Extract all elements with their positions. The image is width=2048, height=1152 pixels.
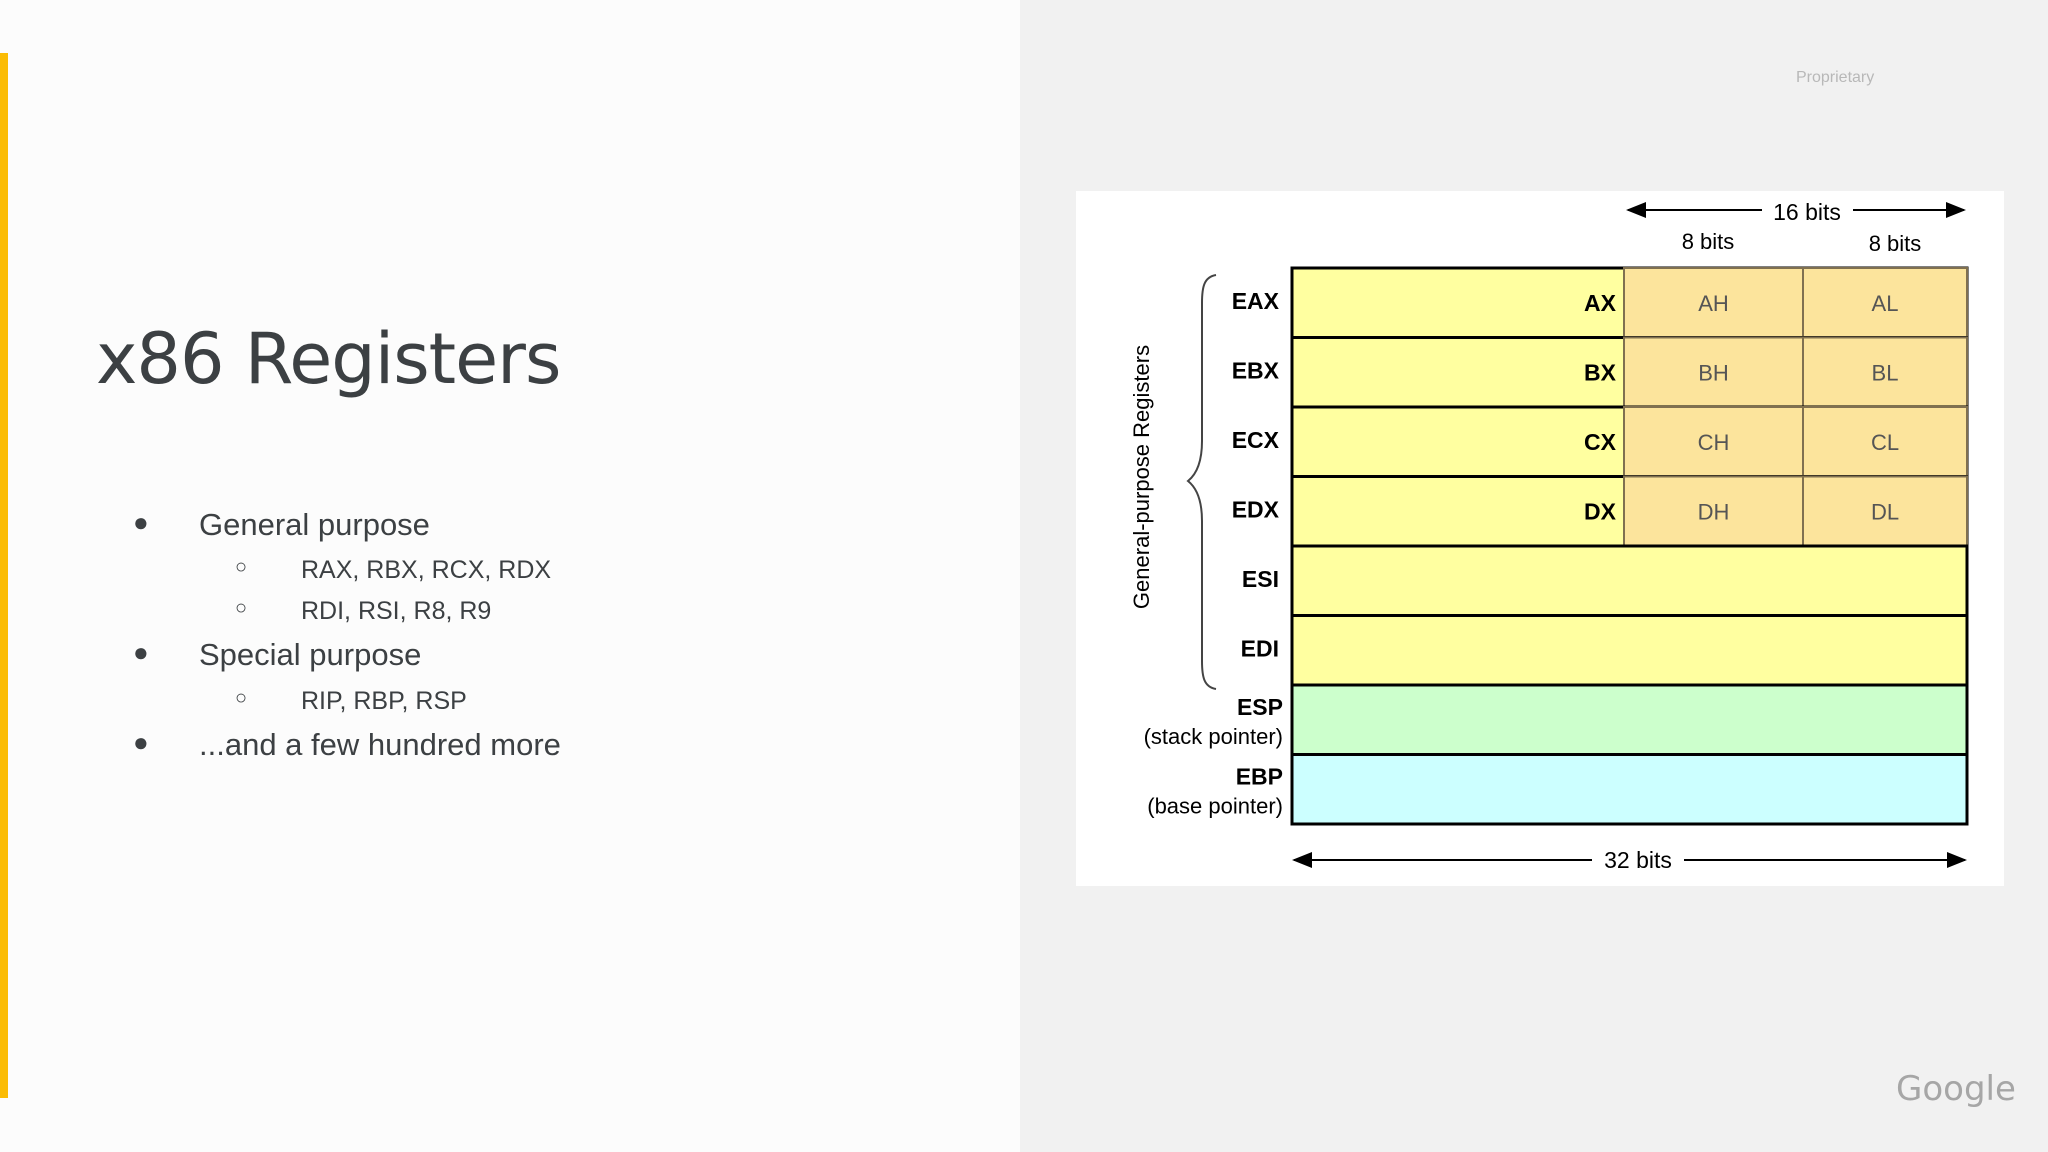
register-cell-bl bbox=[1802, 336, 1968, 408]
label-32-bits: 32 bits bbox=[1604, 847, 1672, 873]
sub-bullet-dot: ○ bbox=[235, 687, 248, 709]
register-name-edx: EDX bbox=[1232, 496, 1280, 522]
slide-title: x86 Registers bbox=[96, 318, 561, 400]
label-bh: BH bbox=[1698, 360, 1729, 385]
bullet-text: ...and a few hundred more bbox=[199, 727, 561, 762]
register-name-esi: ESI bbox=[1242, 566, 1279, 592]
label-bl: BL bbox=[1872, 360, 1899, 385]
label-cl: CL bbox=[1871, 430, 1899, 455]
brace-general-purpose bbox=[1186, 274, 1217, 690]
bullet-text: General purpose bbox=[199, 507, 430, 542]
register-cell-bh bbox=[1623, 336, 1804, 408]
bullet-dot: ● bbox=[133, 727, 149, 757]
label-ax: AX bbox=[1584, 290, 1617, 316]
bullet-dot: ● bbox=[133, 507, 149, 537]
accent-bar bbox=[0, 53, 8, 1098]
register-name-ebx: EBX bbox=[1232, 357, 1280, 383]
register-name-edi: EDI bbox=[1241, 635, 1279, 661]
register-cell-ebp bbox=[1290, 753, 1969, 826]
sub-bullet-dot: ○ bbox=[235, 556, 248, 578]
google-logo: Google bbox=[1896, 1069, 2016, 1109]
register-name-esp: ESP bbox=[1237, 694, 1283, 720]
register-cell-ch bbox=[1623, 406, 1804, 478]
register-name-ebp: EBP bbox=[1236, 764, 1283, 790]
register-cell-esi bbox=[1290, 544, 1969, 617]
label-cx: CX bbox=[1584, 429, 1617, 455]
register-cell-cl bbox=[1802, 406, 1968, 478]
register-cell-dl bbox=[1802, 475, 1968, 547]
label-al: AL bbox=[1872, 291, 1899, 316]
label-8-bits-high: 8 bits bbox=[1682, 229, 1735, 254]
label-ah: AH bbox=[1698, 291, 1729, 316]
bullet-dot: ● bbox=[133, 637, 149, 667]
label-general-purpose: General-purpose Registers bbox=[1129, 345, 1154, 609]
label-8-bits-low: 8 bits bbox=[1869, 231, 1922, 256]
sub-bullet-dot: ○ bbox=[235, 597, 248, 619]
sub-bullet-text: RAX, RBX, RCX, RDX bbox=[301, 556, 552, 584]
proprietary-label: Proprietary bbox=[1796, 69, 1875, 86]
register-cell-dh bbox=[1623, 475, 1804, 547]
bullet-text: Special purpose bbox=[199, 637, 422, 672]
register-subtitle-esp: (stack pointer) bbox=[1144, 724, 1283, 749]
sub-bullet-text: RIP, RBP, RSP bbox=[301, 687, 467, 715]
label-bx: BX bbox=[1584, 359, 1617, 385]
register-name-eax: EAX bbox=[1232, 288, 1280, 314]
label-dh: DH bbox=[1698, 499, 1730, 524]
register-cell-edi bbox=[1290, 614, 1969, 687]
sub-bullet-text: RDI, RSI, R8, R9 bbox=[301, 597, 492, 625]
label-ch: CH bbox=[1698, 430, 1730, 455]
register-cell-esp bbox=[1290, 683, 1969, 756]
label-dx: DX bbox=[1584, 498, 1617, 524]
label-dl: DL bbox=[1871, 499, 1899, 524]
label-16-bits: 16 bits bbox=[1773, 199, 1841, 225]
register-subtitle-ebp: (base pointer) bbox=[1147, 794, 1283, 819]
register-name-ecx: ECX bbox=[1232, 427, 1280, 453]
